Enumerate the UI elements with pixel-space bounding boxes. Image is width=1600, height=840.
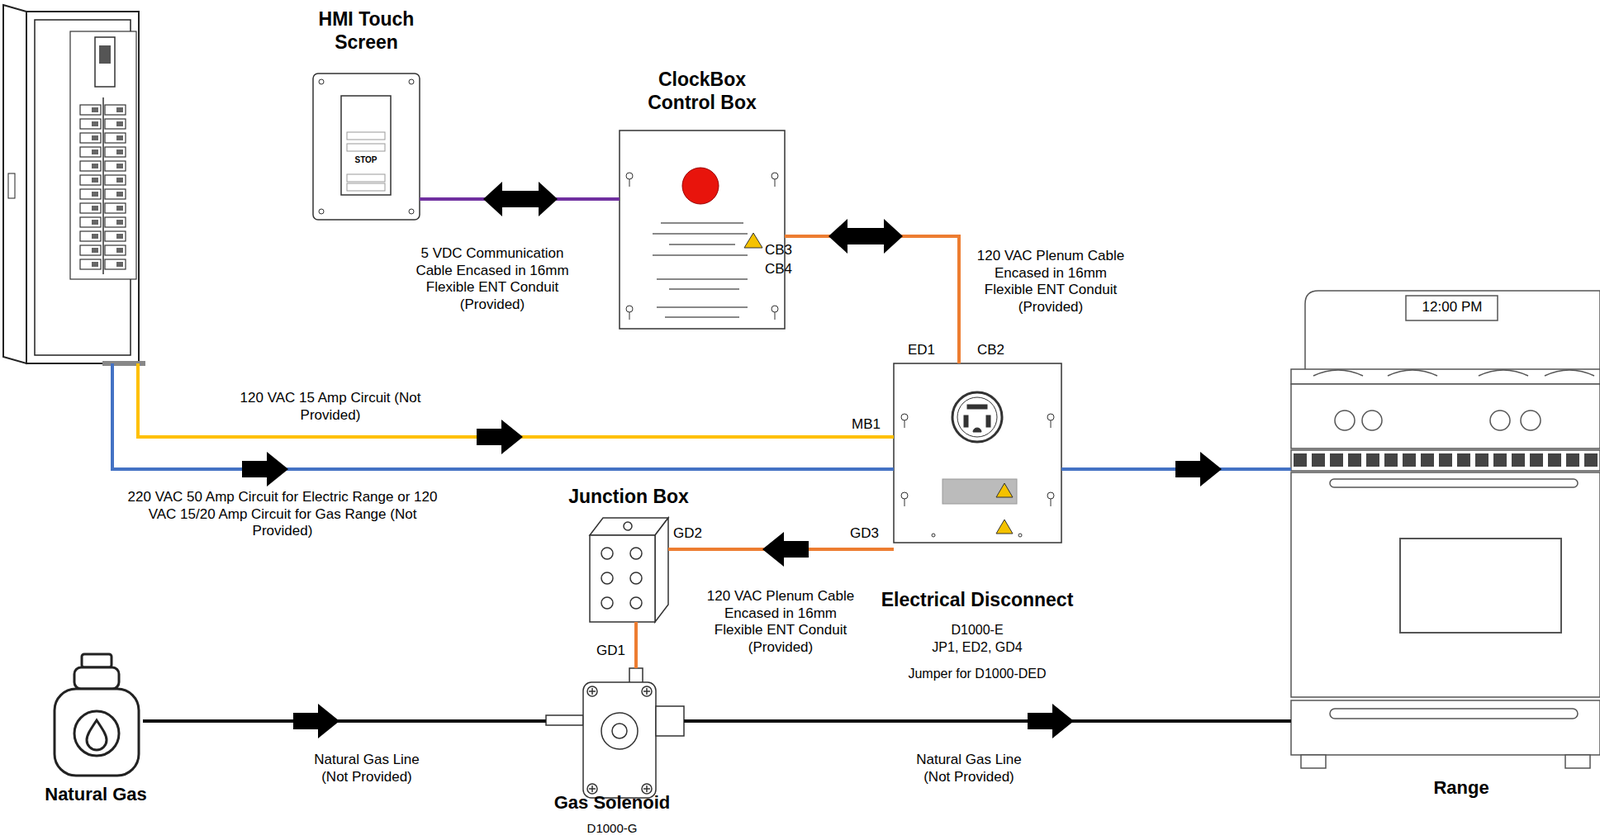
edge-label: 120 VAC Plenum Cable Encased in 16mm Fle… xyxy=(702,588,860,657)
pin-label: CB2 xyxy=(977,341,1005,360)
node-title: Junction Box xyxy=(568,484,689,509)
breaker-panel xyxy=(1,3,139,364)
control-box: ClockBox Control Box xyxy=(619,130,785,329)
edge-label: Natural Gas Line (Not Provided) xyxy=(906,751,1031,786)
pin-label: GD3 xyxy=(849,525,879,543)
node-title: Natural Gas xyxy=(44,783,148,807)
hmi-screen: HMI Touch ScreenSTOP xyxy=(313,73,420,220)
junction-box: Junction Box xyxy=(589,516,669,622)
pin-label: ED1 xyxy=(907,341,936,360)
node-title: HMI Touch Screen xyxy=(304,7,429,54)
pin-label: CB3 xyxy=(764,242,793,260)
wire-connector xyxy=(142,703,546,739)
block-arrow xyxy=(1027,703,1074,739)
wire-connector xyxy=(137,363,894,455)
wire-connector xyxy=(636,621,637,669)
node-title: ClockBox Control Box xyxy=(640,67,765,114)
block-arrow xyxy=(293,703,340,739)
disconnect-box: Electrical DisconnectD1000-EJP1, ED2, GD… xyxy=(893,363,1062,543)
gas-solenoid: Gas SolenoidD1000-G xyxy=(545,668,684,807)
pin-label: GD2 xyxy=(673,525,703,543)
hmi-touch-screen xyxy=(313,73,420,220)
edge-label: Natural Gas Line (Not Provided) xyxy=(304,751,429,786)
edge-label: 220 VAC 50 Amp Circuit for Electric Rang… xyxy=(118,489,447,541)
wire-connector xyxy=(419,181,620,217)
edge-label: 120 VAC 15 Amp Circuit (Not Provided) xyxy=(231,389,430,424)
part-number: D1000-E xyxy=(950,621,1003,639)
block-arrow xyxy=(762,531,809,567)
wire-connector xyxy=(112,363,894,487)
jumper-note: JP1, ED2, GD4 xyxy=(931,639,1022,656)
range-illustration xyxy=(1291,290,1600,769)
screen-button-text: STOP xyxy=(354,155,377,166)
node-title: Electrical Disconnect xyxy=(881,588,1074,612)
range: Range12:00 PM xyxy=(1291,290,1600,774)
part-number: D1000-G xyxy=(587,821,638,836)
edge-label: 120 VAC Plenum Cable Encased in 16mm Fle… xyxy=(972,247,1130,317)
pin-label: CB4 xyxy=(764,261,793,279)
block-arrow xyxy=(828,218,903,254)
node-title: Gas Solenoid xyxy=(554,792,671,815)
electrical-disconnect xyxy=(893,363,1062,543)
block-arrow xyxy=(1175,451,1222,487)
natural-gas-tank xyxy=(54,654,139,776)
block-arrow xyxy=(242,451,289,487)
junction-box xyxy=(589,517,669,622)
wire-connector xyxy=(784,218,960,364)
breaker-panel xyxy=(3,4,146,366)
edge-label: 5 VDC Communication Cable Encased in 16m… xyxy=(409,245,575,314)
node-title: Range xyxy=(1433,777,1489,800)
block-arrow xyxy=(476,419,523,455)
clockbox-control-box xyxy=(619,130,785,329)
wire-connector xyxy=(1061,451,1292,487)
jumper-note: Jumper for D1000-DED xyxy=(907,665,1046,683)
block-arrow xyxy=(483,181,558,217)
clock-display: 12:00 PM xyxy=(1422,299,1483,317)
pin-label: GD1 xyxy=(596,642,626,660)
gas-solenoid xyxy=(545,668,684,798)
gas-tank: Natural Gas xyxy=(48,652,143,777)
wire-connector xyxy=(683,703,1292,739)
pin-label: MB1 xyxy=(851,416,881,434)
